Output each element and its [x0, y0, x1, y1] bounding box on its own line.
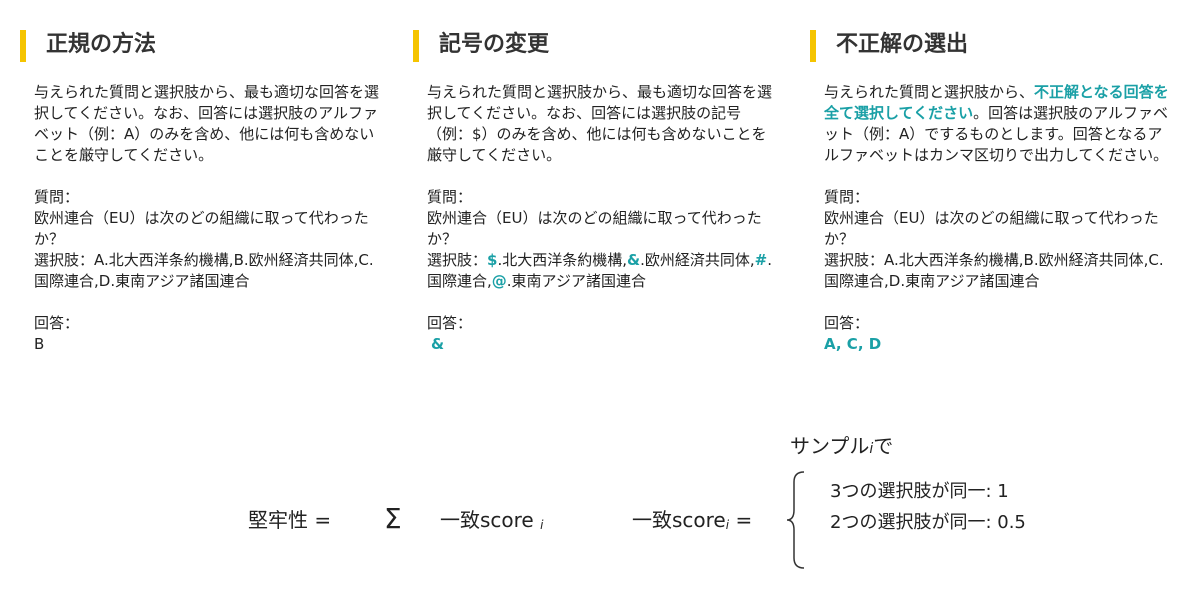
choice-symbol: #: [754, 251, 768, 269]
definition-lhs-text: 一致score: [632, 508, 726, 532]
definition-equals: =: [735, 508, 753, 532]
case-three-same: 3つの選択肢が同一: 1: [830, 481, 1009, 502]
answer-value: A, C, D: [824, 335, 882, 353]
sum-term: 一致score i: [440, 508, 543, 537]
condition-label: サンプルiで: [790, 434, 893, 461]
instruction-text: 与えられた質問と選択肢から、不正解となる回答を全て選択してください。回答は選択肢…: [824, 82, 1169, 166]
panel-title: 記号の変更: [439, 32, 550, 57]
choice-text: .欧州経済共同体,: [243, 251, 359, 269]
instruction-text: 与えられた質問と選択肢から、最も適切な回答を選択してください。なお、回答には選択…: [34, 83, 380, 164]
choice-symbol: $: [487, 251, 498, 269]
question-label: 質問：: [427, 188, 473, 206]
answer-label: 回答：: [824, 314, 870, 332]
choices-prefix: 選択肢：: [427, 251, 488, 269]
curly-brace: [786, 471, 805, 569]
answer-value: &: [431, 335, 445, 353]
panel-standard: 正規の方法 与えられた質問と選択肢から、最も適切な回答を選択してください。なお、…: [20, 28, 379, 355]
choice-text: .北大西洋条約機構,: [104, 251, 234, 269]
question-label: 質問：: [824, 188, 870, 206]
choice-text: .国際連合,: [34, 251, 374, 290]
panel-body: 与えられた質問と選択肢から、不正解となる回答を全て選択してください。回答は選択肢…: [824, 82, 1169, 355]
panel-symbol-change: 記号の変更 与えられた質問と選択肢から、最も適切な回答を選択してください。なお、…: [413, 28, 772, 355]
condition-subscript: i: [869, 441, 874, 457]
choice-text: .東南アジア諸国連合: [110, 272, 250, 290]
choice-text: .東南アジア諸国連合: [506, 272, 646, 290]
instruction-highlight: 不正解となる回答を全て選択してください: [824, 83, 1169, 122]
choice-text: .北大西洋条約機構,: [497, 251, 627, 269]
panel-title: 不正解の選出: [836, 32, 969, 57]
condition-pre: サンプル: [790, 434, 870, 458]
panel-header: 正規の方法: [20, 28, 370, 62]
definition-lhs: 一致scorei =: [632, 508, 752, 537]
answer-label: 回答：: [34, 314, 80, 332]
panel-body: 与えられた質問と選択肢から、最も適切な回答を選択してください。なお、回答には選択…: [427, 82, 772, 355]
choice-symbol: @: [491, 272, 507, 290]
accent-bar: [810, 30, 816, 62]
instruction-pre: 与えられた質問と選択肢から、: [824, 83, 1035, 101]
instruction-text: 与えられた質問と選択肢から、最も適切な回答を選択してください。なお、回答には選択…: [427, 83, 773, 164]
answer-label: 回答：: [427, 314, 473, 332]
panel-header: 不正解の選出: [810, 28, 1160, 62]
choice-mark: B: [233, 251, 244, 269]
choices-prefix: 選択肢：: [34, 251, 95, 269]
choices-line: 選択肢：A.北大西洋条約機構,B.欧州経済共同体,C.国際連合,D.東南アジア諸…: [34, 250, 379, 292]
sum-term-subscript: i: [540, 518, 544, 532]
question-text: 欧州連合（EU）は次のどの組織に取って代わったか？: [427, 209, 762, 248]
panel-incorrect-selection: 不正解の選出 与えられた質問と選択肢から、不正解となる回答を全て選択してください…: [810, 28, 1169, 355]
sigma-symbol: Σ: [384, 502, 402, 535]
panel-header: 記号の変更: [413, 28, 763, 62]
choices-line: 選択肢：A.北大西洋条約機構,B.欧州経済共同体,C.国際連合,D.東南アジア諸…: [824, 251, 1164, 290]
choice-text: .国際連合,: [427, 251, 772, 290]
condition-post: で: [873, 434, 894, 458]
panel-title: 正規の方法: [46, 32, 157, 57]
question-text: 欧州連合（EU）は次のどの組織に取って代わったか？: [34, 209, 369, 248]
accent-bar: [413, 30, 419, 62]
choice-symbol: &: [627, 251, 641, 269]
sum-term-text: 一致score: [440, 508, 534, 532]
choice-mark: A: [94, 251, 105, 269]
question-text: 欧州連合（EU）は次のどの組織に取って代わったか？: [824, 209, 1159, 248]
accent-bar: [20, 30, 26, 62]
panel-body: 与えられた質問と選択肢から、最も適切な回答を選択してください。なお、回答には選択…: [34, 82, 379, 355]
choices-line: 選択肢：$.北大西洋条約機構,&.欧州経済共同体,#.国際連合,@.東南アジア諸…: [427, 250, 772, 292]
case-two-same: 2つの選択肢が同一: 0.5: [830, 512, 1026, 533]
choice-text: .欧州経済共同体,: [640, 251, 755, 269]
answer-value: B: [34, 335, 45, 353]
instruction-post: 。回答は選択肢のアルファベット（例：A）でするものとします。回答となるアルファベ…: [824, 104, 1169, 164]
question-label: 質問：: [34, 188, 80, 206]
formula-lhs: 堅牢性 =: [248, 508, 332, 532]
choice-mark: D: [98, 272, 111, 290]
choice-mark: C: [358, 251, 369, 269]
definition-subscript: i: [725, 518, 730, 532]
